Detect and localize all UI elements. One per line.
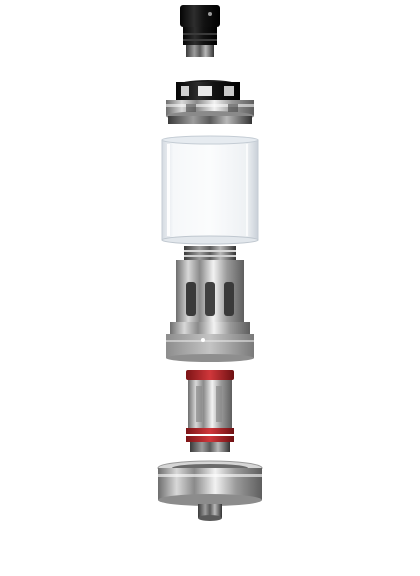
mesh-coil-head: [166, 246, 254, 362]
coil-cartridge: [186, 370, 234, 452]
glass-tube: [161, 135, 259, 245]
drip-tip: [180, 5, 220, 57]
base: [157, 460, 263, 521]
top-cap: [166, 80, 254, 124]
